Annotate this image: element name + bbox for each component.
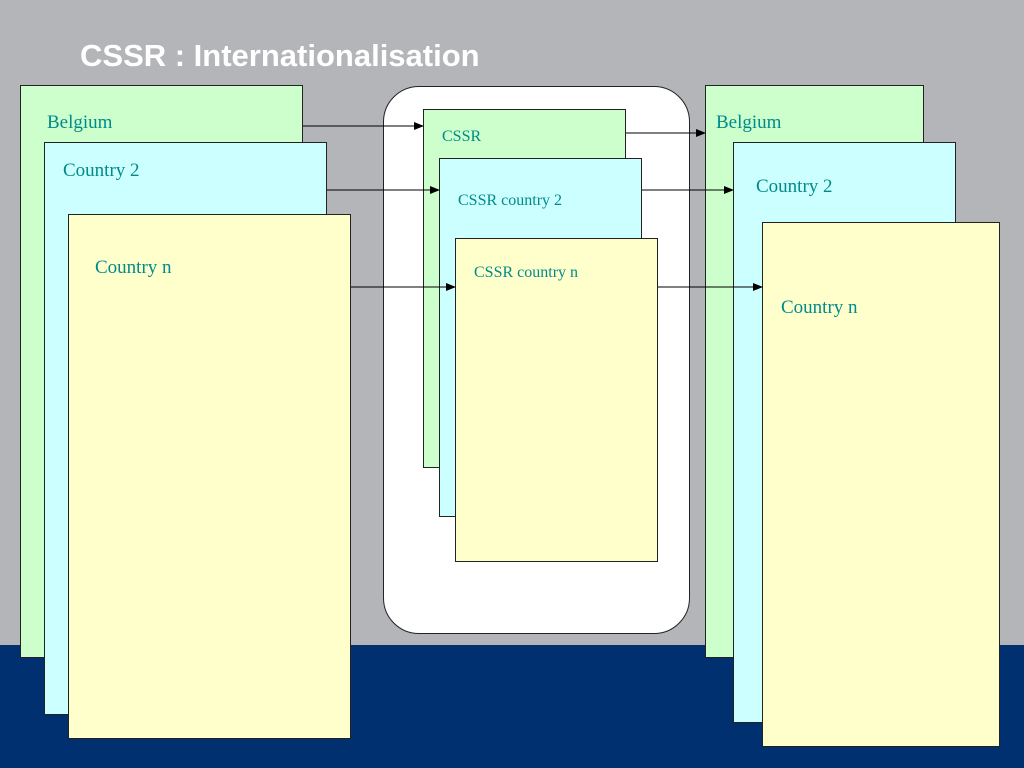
- right-countryn-label: Country n: [781, 297, 858, 318]
- right-belgium-label: Belgium: [716, 112, 782, 133]
- right-countryn-box: Country n: [762, 222, 1000, 747]
- cssr-countryn-box: CSSR country n: [455, 238, 658, 562]
- left-country2-label: Country 2: [63, 160, 140, 181]
- slide-title: CSSR : Internationalisation: [80, 38, 480, 73]
- left-countryn-label: Country n: [95, 257, 172, 278]
- right-country2-label: Country 2: [756, 176, 833, 197]
- cssr-country2-label: CSSR country 2: [458, 192, 563, 209]
- cssr-label: CSSR: [442, 128, 482, 145]
- cssr-countryn-label: CSSR country n: [474, 264, 579, 281]
- left-belgium-label: Belgium: [47, 112, 113, 133]
- left-countryn-box: Country n: [68, 214, 351, 739]
